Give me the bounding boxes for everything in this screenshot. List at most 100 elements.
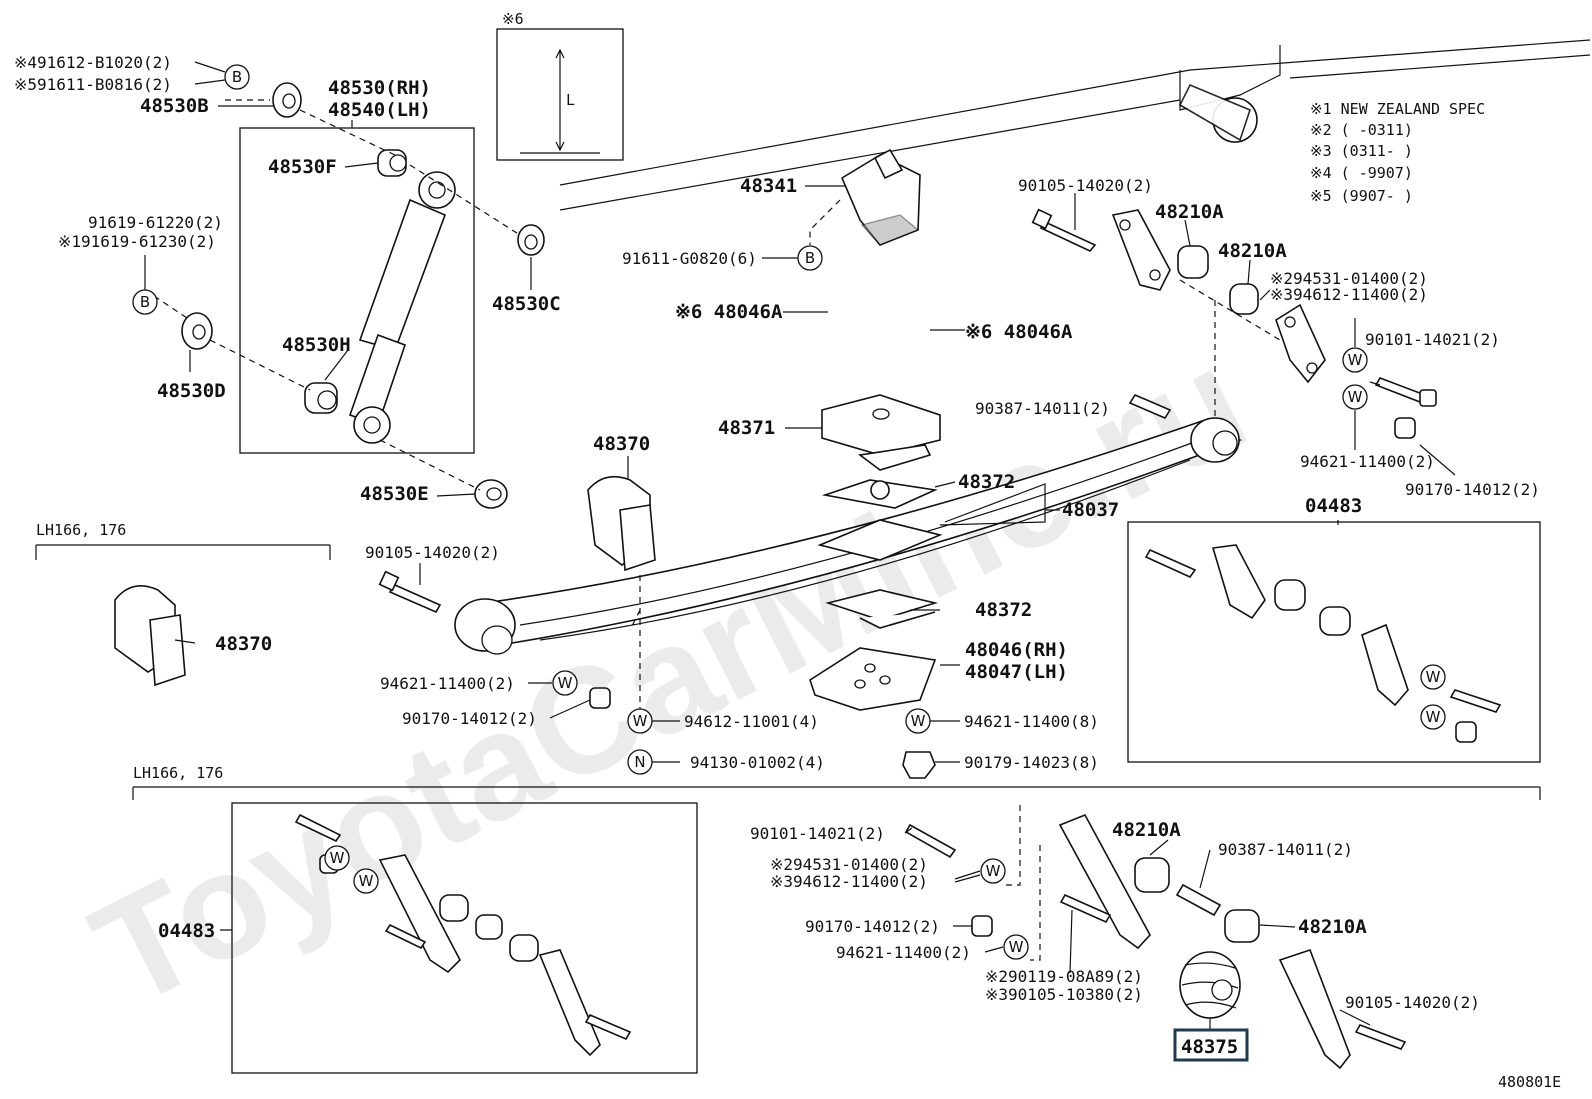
washer-48530E [474,479,508,509]
bushing-48375 [1179,951,1241,1019]
label-94612-11400-a[interactable]: ※394612-11400(2) [1270,285,1428,304]
inset-dim: L [566,91,575,109]
label-48210A-1[interactable]: 48210A [1155,201,1224,223]
label-48530C[interactable]: 48530C [492,293,561,315]
shackle-plate-right [1275,303,1326,384]
label-94621-11400-c[interactable]: 94621-11400(2) [1300,452,1435,471]
label-94130-01002[interactable]: 94130-01002(4) [690,753,825,772]
label-90101-14021-b[interactable]: 90101-14021(2) [750,824,885,843]
label-90170-14012-c[interactable]: 90170-14012(2) [805,917,940,936]
label-48341[interactable]: 48341 [740,175,797,197]
pad-48372-lower [825,589,939,629]
lh-divider-top [35,544,331,560]
label-94531-01400-b[interactable]: ※294531-01400(2) [770,855,928,874]
label-48530E[interactable]: 48530E [360,483,429,505]
label-91619-61220[interactable]: 91619-61220(2) [88,213,223,232]
svg-text:W: W [1426,708,1441,726]
bracket-48370-lh [114,584,186,687]
label-48210A-3[interactable]: 48210A [1112,819,1181,841]
spring-seat-48371 [821,394,941,471]
symbol-w-4: W [627,708,653,734]
svg-text:※5 (9907- ): ※5 (9907- ) [1310,187,1413,205]
spring-seat-plate-48046 [809,647,937,711]
leaders [174,61,1456,1030]
label-90105-14020-bottom[interactable]: 90105-14020(2) [1345,993,1480,1012]
label-48375[interactable]: 48375 [1181,1036,1238,1058]
label-94531-01400-a[interactable]: ※294531-01400(2) [1270,269,1428,288]
label-48370-lh[interactable]: 48370 [215,633,272,655]
svg-text:B: B [140,293,150,311]
label-90179-14023[interactable]: 90179-14023(8) [964,753,1099,772]
svg-text:W: W [986,862,1001,880]
watermark: ToyotaCarMine.ru [68,315,1271,1039]
label-48037[interactable]: 48037 [1062,499,1119,521]
washer-48530C [517,224,545,256]
svg-text:B: B [232,68,242,86]
label-94621-11400-b[interactable]: 94621-11400(8) [964,712,1099,731]
label-90105-14020-right[interactable]: 90105-14020(2) [1018,176,1153,195]
label-48540-lh[interactable]: 48540(LH) [328,99,431,121]
label-48530-rh[interactable]: 48530(RH) [328,77,431,99]
svg-text:※2 ( -0311): ※2 ( -0311) [1310,121,1413,139]
label-48530H[interactable]: 48530H [282,334,351,356]
label-48372-upper[interactable]: 48372 [958,471,1015,493]
washer-48530B [272,82,302,118]
label-90105-14020-left[interactable]: 90105-14020(2) [365,543,500,562]
pad-48372-upper [821,479,938,509]
symbol-w-1: W [1342,347,1368,373]
bushing-48210A-1 [1177,245,1209,279]
label-48530B[interactable]: 48530B [140,95,209,117]
label-94621-11400-a[interactable]: 94621-11400(2) [380,674,515,693]
label-48047-lh[interactable]: 48047(LH) [965,661,1068,683]
label-04483-right[interactable]: 04483 [1305,495,1362,517]
symbol-w-8: W [324,845,350,871]
bolt-90105-left [378,570,442,614]
symbol-w-6: W [1420,664,1446,690]
label-48371[interactable]: 48371 [718,417,775,439]
svg-text:W: W [1348,351,1363,369]
label-94621-11400-d[interactable]: 94621-11400(2) [836,943,971,962]
part-48375-highlight[interactable] [1173,1028,1249,1062]
nut-90170-left [589,687,611,709]
label-48210A-4[interactable]: 48210A [1298,916,1367,938]
label-90119-08A89[interactable]: ※290119-08A89(2) [985,967,1143,986]
bracket-48370 [587,475,656,572]
spec-notes: ※1 NEW ZEALAND SPEC ※2 ( -0311) ※3 (0311… [1310,100,1485,205]
label-48372-lower[interactable]: 48372 [975,599,1032,621]
label-90387-14011-b[interactable]: 90387-14011(2) [1218,840,1353,859]
label-94612-11001[interactable]: 94612-11001(4) [684,712,819,731]
bolt-90105-right [1031,208,1097,252]
label-48046A-right[interactable]: ※6 48046A [965,321,1073,343]
label-48370[interactable]: 48370 [593,433,650,455]
label-04483-left[interactable]: 04483 [158,920,215,942]
symbol-w-10: W [980,858,1006,884]
label-90170-14012-b[interactable]: 90170-14012(2) [1405,480,1540,499]
symbol-b-1: B [224,64,250,90]
washer-48530D [181,312,213,350]
label-48046A-left[interactable]: ※6 48046A [675,301,783,323]
figure-code: 480801E [1498,1073,1561,1091]
label-591611[interactable]: ※591611-B0816(2) [14,75,172,94]
label-48046-rh[interactable]: 48046(RH) [965,639,1068,661]
label-91611-G0820[interactable]: 91611-G0820(6) [622,249,757,268]
symbol-w-2: W [1342,384,1368,410]
label-48210A-2[interactable]: 48210A [1218,240,1287,262]
inset-title: ※6 [502,10,524,28]
pin-90387 [1128,393,1172,420]
label-90101-14021-a[interactable]: 90101-14021(2) [1365,330,1500,349]
symbol-b-3: B [797,245,823,271]
shackle-bottom [904,813,1407,1070]
label-90387-14011-a[interactable]: 90387-14011(2) [975,399,1110,418]
label-491612[interactable]: ※491612-B1020(2) [14,53,172,72]
label-48530F[interactable]: 48530F [268,156,337,178]
symbol-w-7: W [1420,704,1446,730]
symbol-b-2: B [132,289,158,315]
label-90170-14012-a[interactable]: 90170-14012(2) [402,709,537,728]
label-90105-10380[interactable]: ※390105-10380(2) [985,985,1143,1004]
label-91619-61230[interactable]: ※191619-61230(2) [58,232,216,251]
label-94612-11400-b[interactable]: ※394612-11400(2) [770,872,928,891]
nut-90170-right [1394,417,1416,439]
label-lh166-bottom: LH166, 176 [133,764,223,782]
label-48530D[interactable]: 48530D [157,380,226,402]
